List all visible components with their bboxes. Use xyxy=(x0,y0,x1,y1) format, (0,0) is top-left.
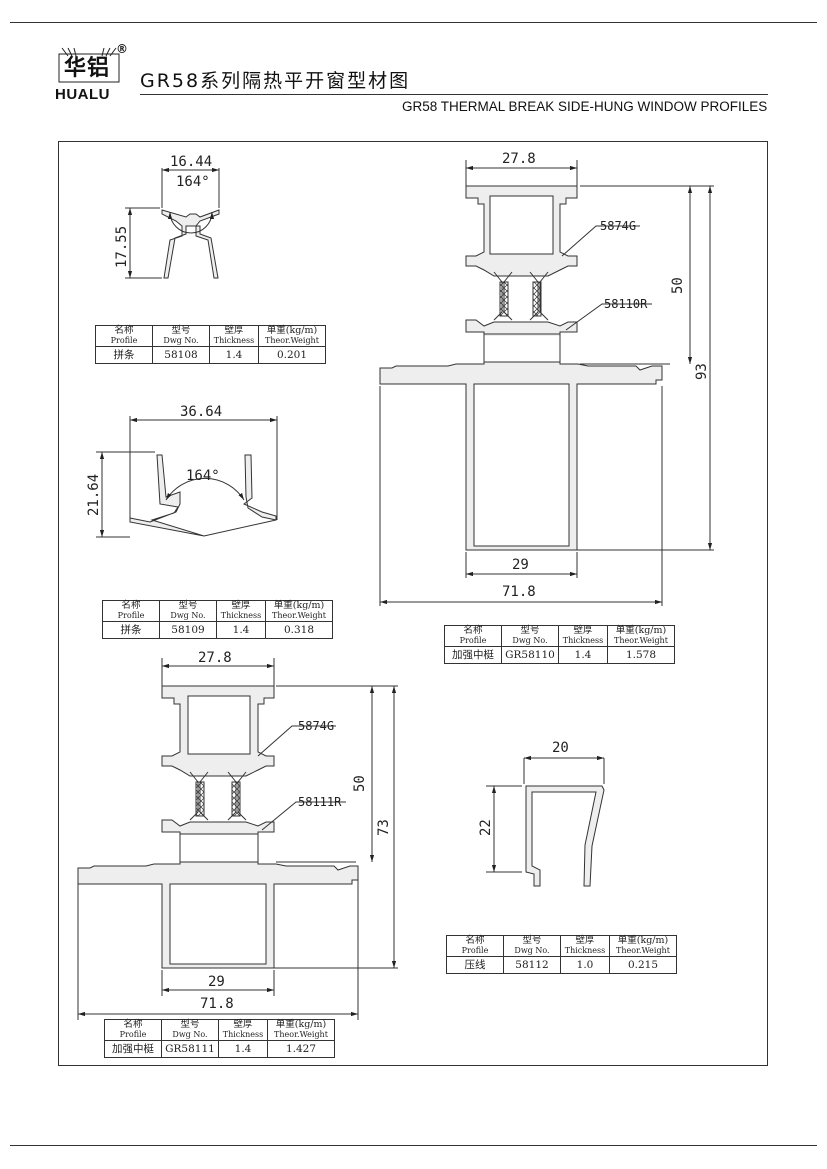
val-weight: 0.201 xyxy=(258,346,326,364)
val-thickness: 1.4 xyxy=(216,621,266,639)
dim-gr58111-bottom: 29 xyxy=(208,974,225,990)
title-english: GR58 THERMAL BREAK SIDE-HUNG WINDOW PROF… xyxy=(402,99,768,114)
hdr-weight: 单重(kg/m)Theor.Weight xyxy=(267,1019,335,1041)
logo-cn-text: 华铝 xyxy=(64,56,111,81)
dim-gr58110-top: 27.8 xyxy=(502,151,536,167)
spec-value-row: 拼条 58108 1.4 0.201 xyxy=(95,346,326,364)
profile-gr58110-drawing xyxy=(379,160,714,606)
dim-gr58110-width: 71.8 xyxy=(502,584,536,600)
dim-58108-height: 17.55 xyxy=(114,226,130,268)
val-dwg: 58109 xyxy=(159,621,217,639)
val-name: 拼条 xyxy=(95,346,153,364)
dim-58108-angle: 164° xyxy=(176,174,210,190)
val-weight: 0.318 xyxy=(265,621,333,639)
logo-mark-icon xyxy=(58,47,120,83)
dim-gr58110-total: 93 xyxy=(694,363,710,380)
label-gr58111-58111r: 58111R xyxy=(298,795,342,809)
val-thickness: 1.4 xyxy=(558,646,608,664)
dim-gr58110-bottom: 29 xyxy=(512,557,529,573)
val-dwg: 58112 xyxy=(503,956,561,974)
spec-value-row: 加强中梃 GR58111 1.4 1.427 xyxy=(104,1040,335,1058)
profile-gr58111-drawing xyxy=(77,658,398,1020)
val-weight: 0.215 xyxy=(609,956,677,974)
bottom-rule xyxy=(10,1145,817,1146)
label-gr58110-5874g: 5874G xyxy=(600,219,636,233)
val-thickness: 1.4 xyxy=(209,346,259,364)
dim-gr58111-width: 71.8 xyxy=(200,996,234,1012)
val-dwg: GR58110 xyxy=(501,646,559,664)
val-weight: 1.578 xyxy=(607,646,675,664)
val-weight: 1.427 xyxy=(267,1040,335,1058)
dim-gr58111-total: 73 xyxy=(376,819,392,836)
profile-58108-drawing xyxy=(125,167,220,279)
dim-gr58111-inner: 50 xyxy=(352,775,368,792)
profile-58112-drawing xyxy=(486,755,605,887)
spec-value-row: 拼条 58109 1.4 0.318 xyxy=(102,621,333,639)
title-chinese: GR58系列隔热平开窗型材图 xyxy=(140,70,411,92)
drawing-frame xyxy=(58,141,768,1066)
dim-58109-width: 36.64 xyxy=(180,404,222,420)
val-name: 加强中梃 xyxy=(104,1040,162,1058)
dim-58108-width: 16.44 xyxy=(170,154,212,170)
val-name: 压线 xyxy=(446,956,504,974)
val-dwg: 58108 xyxy=(152,346,210,364)
dim-58112-width: 20 xyxy=(552,740,569,756)
val-dwg: GR58111 xyxy=(161,1040,219,1058)
registered-mark: ® xyxy=(116,42,128,56)
hdr-weight: 单重(kg/m)Theor.Weight xyxy=(609,935,677,957)
top-rule xyxy=(10,22,817,23)
spec-value-row: 压线 58112 1.0 0.215 xyxy=(446,956,677,974)
profile-58109-drawing xyxy=(96,416,278,538)
val-thickness: 1.0 xyxy=(560,956,610,974)
hdr-weight: 单重(kg/m)Theor.Weight xyxy=(265,600,333,622)
hdr-weight: 单重(kg/m)Theor.Weight xyxy=(258,325,326,347)
dim-58109-angle: 164° xyxy=(186,468,220,484)
val-name: 加强中梃 xyxy=(444,646,502,664)
dim-58112-height: 22 xyxy=(478,819,494,836)
hdr-weight: 单重(kg/m)Theor.Weight xyxy=(607,625,675,647)
dim-gr58111-top: 27.8 xyxy=(198,650,232,666)
title-rule xyxy=(140,94,768,95)
dim-58109-height: 21.64 xyxy=(86,474,102,516)
val-name: 拼条 xyxy=(102,621,160,639)
spec-value-row: 加强中梃 GR58110 1.4 1.578 xyxy=(444,646,675,664)
logo-en-text: HUALU xyxy=(55,86,110,103)
dim-gr58110-inner: 50 xyxy=(670,277,686,294)
val-thickness: 1.4 xyxy=(218,1040,268,1058)
label-gr58110-58110r: 58110R xyxy=(604,297,648,311)
label-gr58111-5874g: 5874G xyxy=(298,719,334,733)
